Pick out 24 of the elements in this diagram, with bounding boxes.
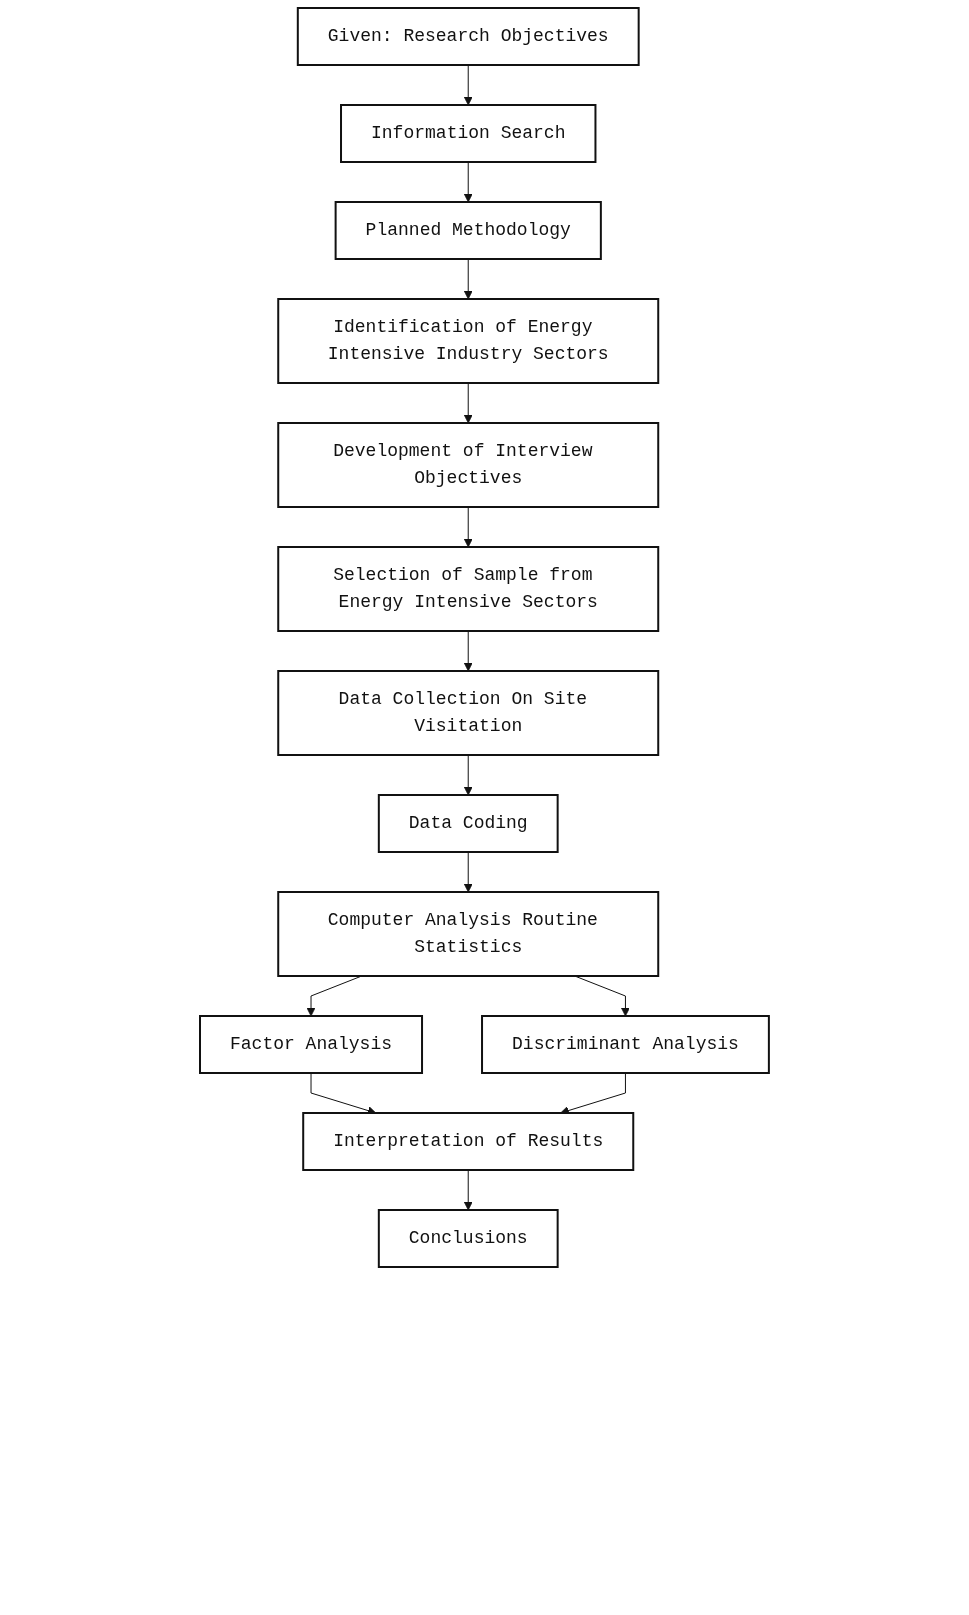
node-box: Conclusions [377,1209,559,1268]
node-box: Factor Analysis [199,1015,424,1074]
arrow [560,1072,626,1115]
node-box: Data Collection On Site Visitation [277,670,660,756]
node-box: Development of Interview Objectives [277,422,660,508]
arrow [463,258,473,300]
node-box: Planned Methodology [334,201,602,260]
node-box: Interpretation of Results [302,1112,635,1171]
node-box: Given: Research Objectives [296,7,640,66]
node-box: Discriminant Analysis [481,1015,770,1074]
arrow [463,754,473,796]
node-box: Data Coding [377,794,559,853]
node-box: Selection of Sample from Energy Intensive Sectors [277,546,660,632]
arrow [463,64,473,106]
arrow [463,506,473,548]
arrow [463,851,473,893]
arrow [463,382,473,424]
node-box: Information Search [340,104,597,163]
arrow [463,630,473,672]
arrow [463,161,473,203]
arrow [310,1072,377,1115]
node-box: Identification of Energy Intensive Industry Sectors [277,298,660,384]
node-box: Computer Analysis Routine Statistics [277,891,660,977]
arrow [463,1169,473,1211]
